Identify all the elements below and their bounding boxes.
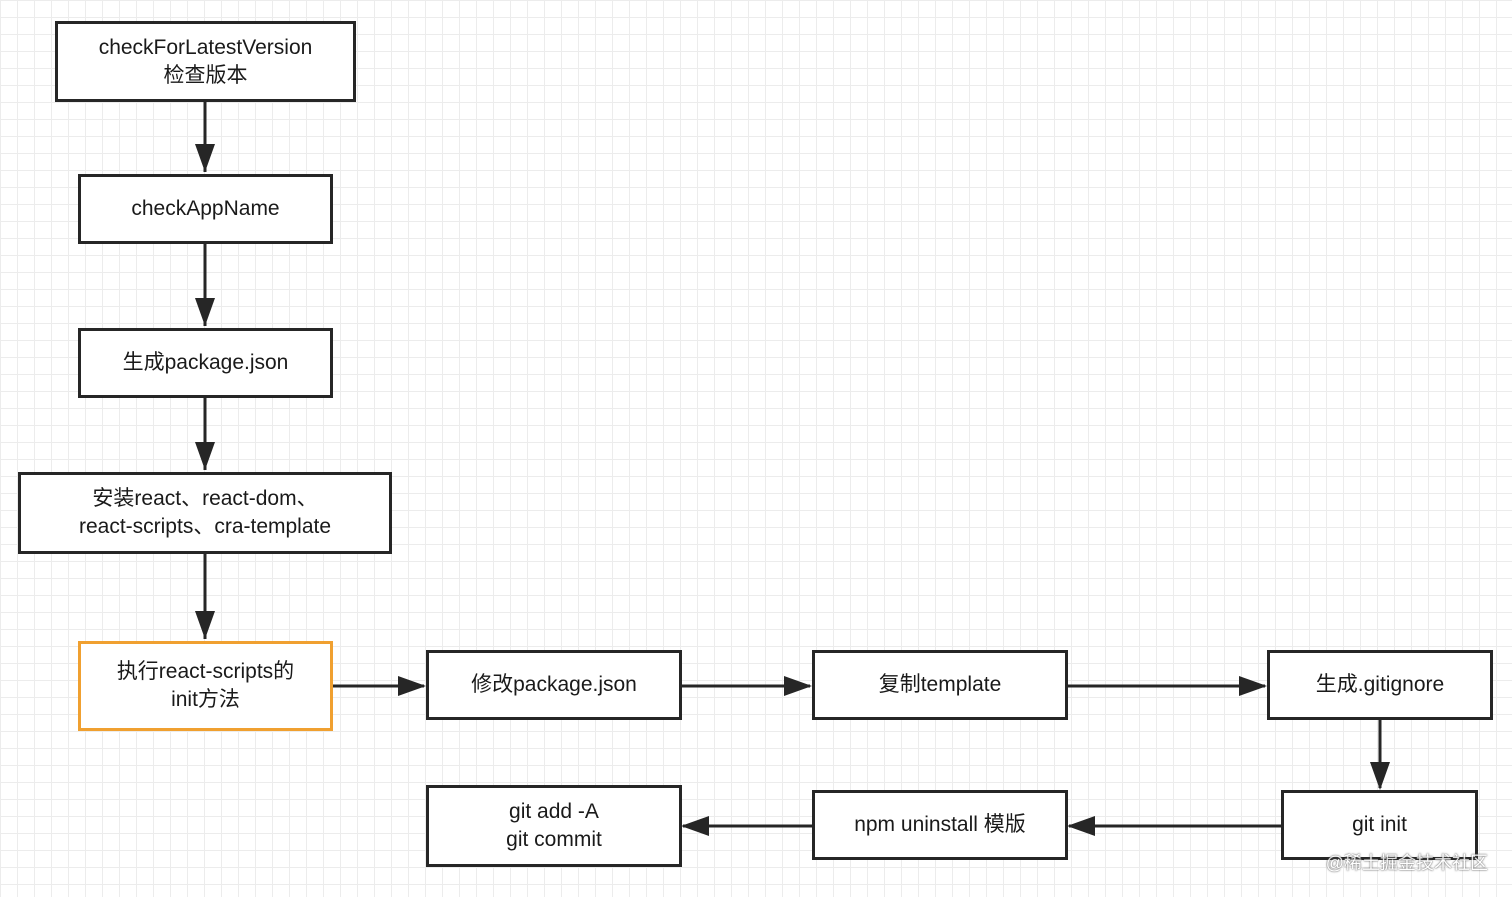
node-label: checkForLatestVersion	[98, 35, 313, 59]
arrowhead-7	[1239, 676, 1267, 696]
node-git-commit[interactable]: git add -A git commit	[426, 785, 682, 867]
arrowhead-2	[195, 298, 215, 326]
node-label: npm uninstall 模版	[854, 813, 1026, 836]
node-run-init[interactable]: 执行react-scripts的 init方法	[78, 641, 333, 731]
node-label: 生成.gitignore	[1315, 673, 1445, 696]
node-check-latest-version[interactable]: checkForLatestVersion 检查版本	[55, 21, 356, 102]
node-label: react-scripts、cra-template	[78, 515, 332, 538]
node-label: 检查版本	[163, 63, 248, 87]
node-label: git init	[1352, 813, 1407, 836]
node-label: 生成package.json	[122, 351, 289, 374]
node-copy-template[interactable]: 复制template	[812, 650, 1068, 720]
node-label: 安装react、react-dom、	[92, 487, 318, 510]
node-label: 执行react-scripts的	[116, 660, 295, 683]
arrowhead-3	[195, 442, 215, 470]
node-git-init[interactable]: git init	[1281, 790, 1478, 860]
node-label: checkAppName	[131, 197, 280, 220]
arrowhead-10	[681, 816, 709, 836]
node-check-app-name[interactable]: checkAppName	[78, 174, 333, 244]
arrowhead-4	[195, 611, 215, 639]
node-gen-package-json[interactable]: 生成package.json	[78, 328, 333, 398]
arrowhead-9	[1067, 816, 1095, 836]
arrowhead-6	[784, 676, 812, 696]
arrowhead-5	[398, 676, 426, 696]
node-gen-gitignore[interactable]: 生成.gitignore	[1267, 650, 1493, 720]
node-label: init方法	[171, 688, 240, 711]
node-label: 修改package.json	[471, 673, 637, 696]
watermark-text: @稀土掘金技术社区	[1325, 853, 1488, 873]
node-npm-uninstall[interactable]: npm uninstall 模版	[812, 790, 1068, 860]
node-label: 复制template	[878, 673, 1002, 696]
arrowhead-1	[195, 144, 215, 172]
node-modify-package-json[interactable]: 修改package.json	[426, 650, 682, 720]
node-label: git commit	[506, 828, 602, 851]
node-install-deps[interactable]: 安装react、react-dom、 react-scripts、cra-tem…	[18, 472, 392, 554]
arrowhead-8	[1370, 762, 1390, 790]
node-label: git add -A	[509, 800, 599, 823]
